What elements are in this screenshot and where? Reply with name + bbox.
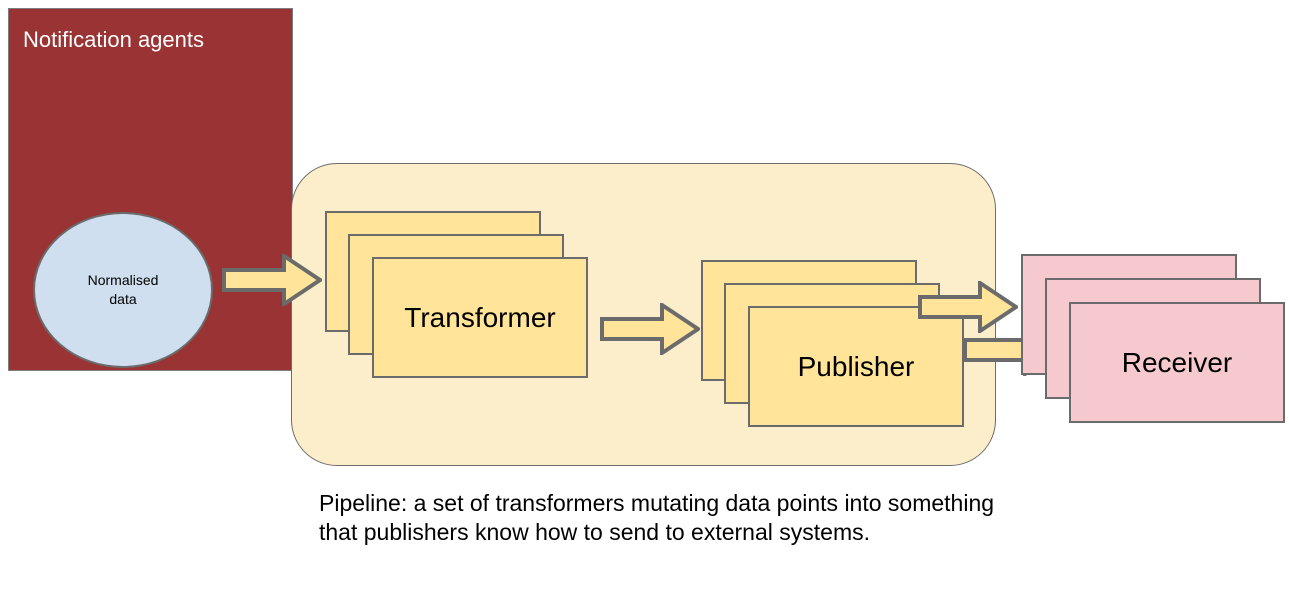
normalised-data-label-line2: data	[109, 291, 137, 307]
receiver-label: Receiver	[1121, 346, 1233, 378]
normalised-data-label-line1: Normalised	[87, 272, 159, 288]
transformer-card-front: Transformer	[372, 257, 588, 378]
notification-agents-label: Notification agents	[23, 27, 204, 52]
publisher-card-front: Publisher	[748, 306, 964, 427]
normalised-data-label: Normalised data	[88, 271, 159, 309]
normalised-data-node: Normalised data	[33, 212, 213, 368]
pipeline-caption: Pipeline: a set of transformers mutating…	[319, 490, 995, 545]
transformer-label: Transformer	[404, 301, 556, 333]
publisher-label: Publisher	[797, 350, 915, 382]
arrow-normalised-data-to-transformer	[222, 254, 322, 306]
arrow-publisher-to-receiver-upper	[918, 281, 1018, 333]
receiver-card-front: Receiver	[1069, 302, 1285, 423]
arrow-transformer-to-publisher	[600, 303, 700, 355]
